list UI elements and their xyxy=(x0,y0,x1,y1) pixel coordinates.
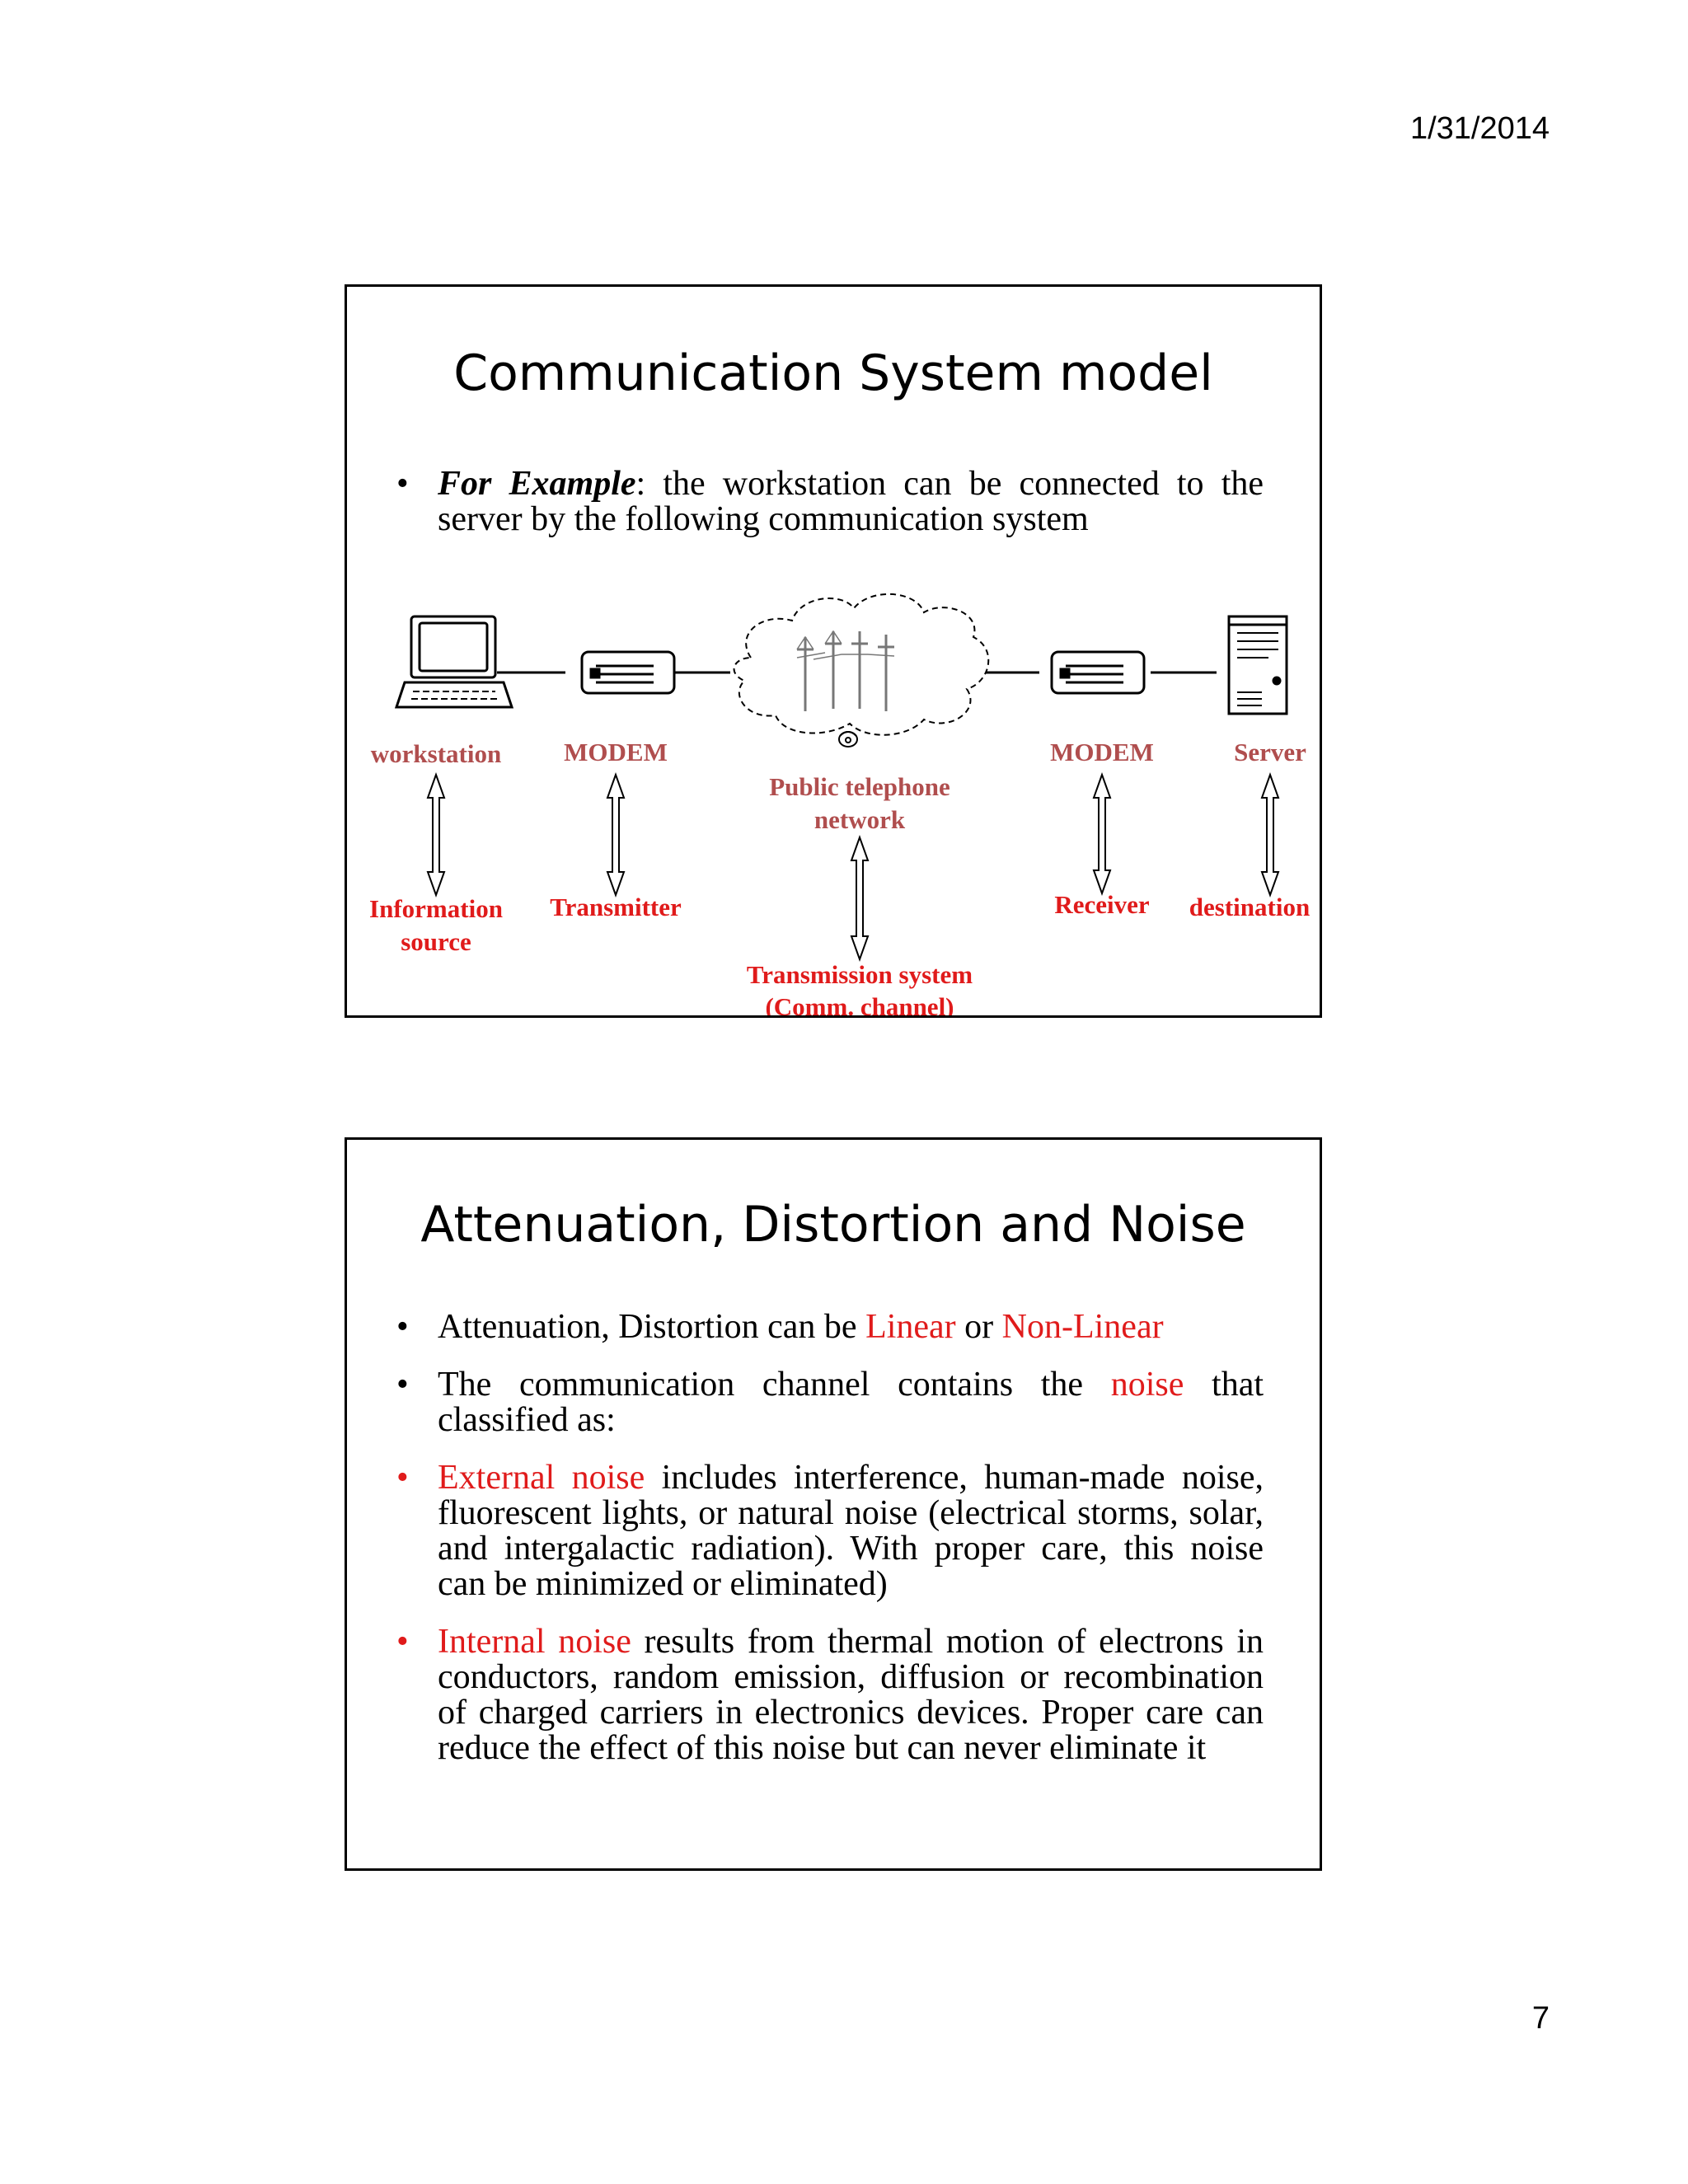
arrow-modem-rx-icon xyxy=(1092,772,1112,896)
label-transmitter: Transmitter xyxy=(550,893,682,921)
laptop-icon xyxy=(394,615,514,709)
bullet-item: •The communication channel contains the … xyxy=(396,1367,1264,1438)
bullet-dot: • xyxy=(396,1308,409,1346)
bullet-lead: For Example xyxy=(438,465,636,503)
label-destination: destination xyxy=(1189,893,1310,921)
bullet-dot: • xyxy=(396,465,409,503)
arrow-server-icon xyxy=(1260,772,1280,898)
bullet-text: includes interference, human-made noise,… xyxy=(438,1459,1264,1603)
bullet-list: • Attenuation, Distortion can be Linear o… xyxy=(396,1310,1264,1788)
label-workstation: workstation xyxy=(371,739,501,768)
bullet-item: • External noise includes interference, h… xyxy=(396,1460,1264,1602)
slide-title: Communication System model xyxy=(453,344,1213,402)
bullet-list: • For Example: the workstation can be co… xyxy=(396,466,1264,560)
label-server: Server xyxy=(1234,738,1306,766)
bullet-dot: • xyxy=(396,1366,409,1404)
highlighted-term: Internal noise xyxy=(438,1623,631,1661)
label-public-telephone: Public telephone xyxy=(769,772,950,801)
arrow-workstation-icon xyxy=(426,772,446,898)
modem-icon xyxy=(1050,650,1146,695)
modem-icon xyxy=(580,650,676,695)
telephone-network-cloud-icon xyxy=(733,593,990,748)
communication-system-diagram: workstation MODEM Public telephone netwo… xyxy=(369,593,1310,1015)
page-date: 1/31/2014 xyxy=(1409,111,1550,146)
label-modem-left: MODEM xyxy=(564,738,668,766)
bullet-text: that classified as: xyxy=(438,1366,1264,1439)
server-icon xyxy=(1227,615,1288,715)
telephone-icon xyxy=(838,731,858,748)
label-modem-right: MODEM xyxy=(1050,738,1154,766)
bullet-text: results from thermal motion of electrons… xyxy=(438,1623,1264,1767)
slide-attenuation-distortion-noise: Attenuation, Distortion and Noise • Atten… xyxy=(345,1137,1322,1871)
highlighted-term: Non-Linear xyxy=(1001,1308,1164,1346)
highlighted-term: Linear xyxy=(865,1308,956,1346)
label-network: network xyxy=(814,805,906,834)
bullet-text: Attenuation, Distortion can be xyxy=(438,1308,866,1346)
bullet-text: : the workstation can be connected to th… xyxy=(438,465,1264,538)
label-receiver: Receiver xyxy=(1054,890,1150,919)
page-number: 7 xyxy=(1531,2001,1550,2036)
label-source: source xyxy=(401,927,471,956)
slide-title: Attenuation, Distortion and Noise xyxy=(420,1196,1246,1254)
bullet-dot: • xyxy=(396,1459,409,1497)
bullet-item: • Internal noise results from thermal mot… xyxy=(396,1624,1264,1766)
label-comm-channel: (Comm. channel) xyxy=(765,992,954,1015)
highlighted-term: External noise xyxy=(438,1459,645,1497)
slide-communication-system-model: Communication System model • For Example… xyxy=(345,284,1322,1018)
bullet-item: • Attenuation, Distortion can be Linear o… xyxy=(396,1310,1264,1345)
arrow-modem-tx-icon xyxy=(606,772,626,898)
arrow-network-icon xyxy=(850,835,870,962)
label-transmission-system: Transmission system xyxy=(747,960,973,989)
telephone-poles-icon xyxy=(796,630,895,711)
bullet-item: • For Example: the workstation can be co… xyxy=(396,466,1264,537)
highlighted-term: noise xyxy=(1110,1366,1184,1404)
bullet-dot: • xyxy=(396,1623,409,1661)
label-information: Information xyxy=(369,894,503,923)
bullet-text: or xyxy=(955,1308,1002,1346)
bidirectional-arrows xyxy=(426,772,1280,962)
bullet-text: The communication channel contains the xyxy=(438,1366,1111,1404)
